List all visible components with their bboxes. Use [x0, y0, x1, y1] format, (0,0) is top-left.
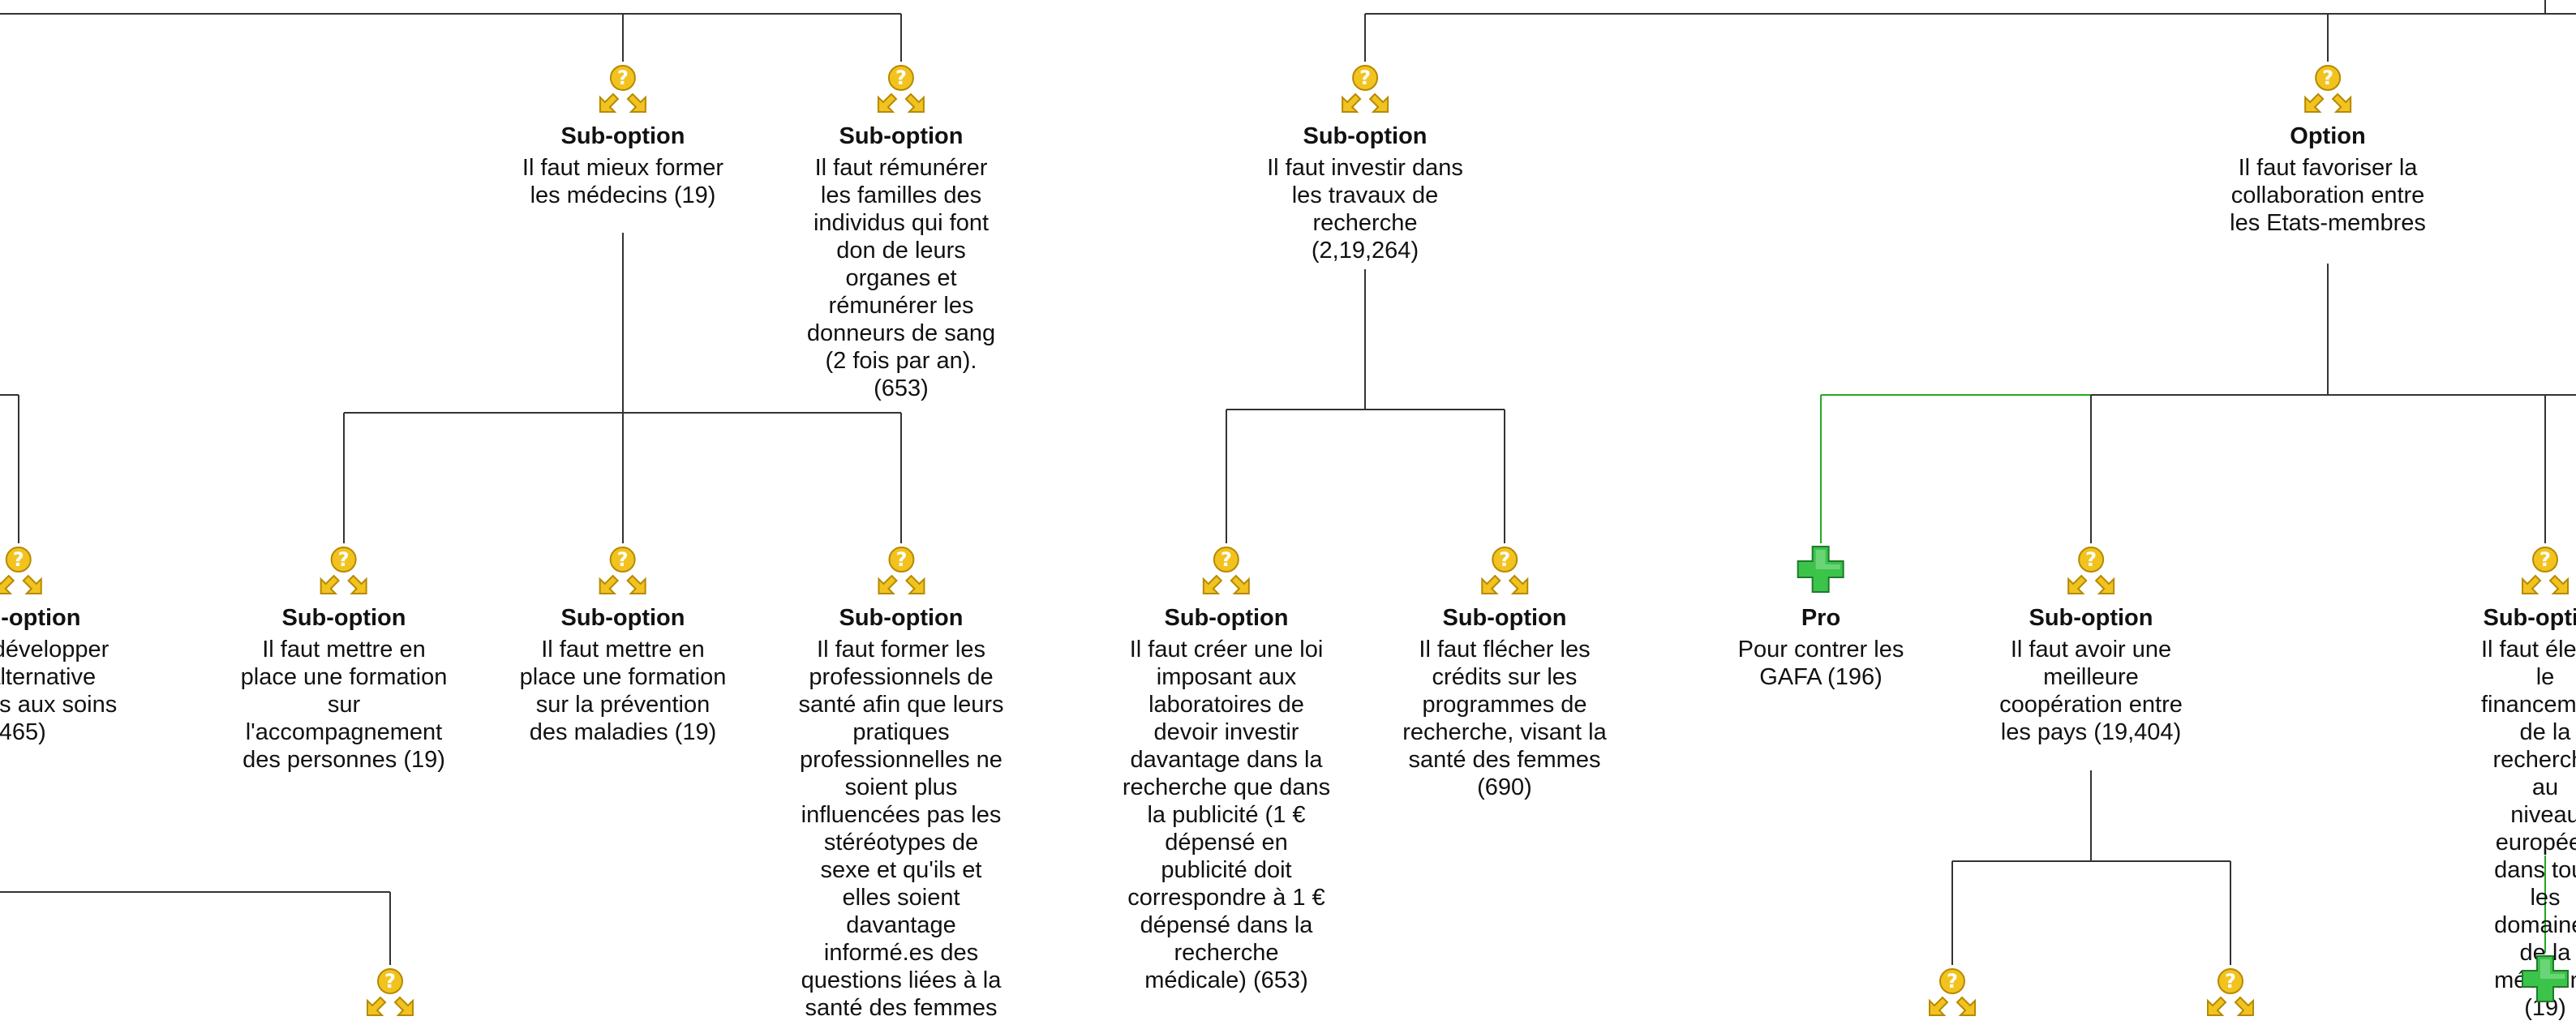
node-text: Il faut investir dans les travaux de rec…	[1267, 155, 1463, 264]
node-text: Il faut flécher les crédits sur les prog…	[1402, 637, 1607, 800]
svg-text:?: ?	[384, 970, 396, 993]
question-arrows-icon: ?	[878, 65, 925, 113]
node-formation-accompagnement[interactable]: ? Sub-option Il faut mettre en place une…	[240, 543, 448, 774]
question-arrows-icon: ?	[1203, 547, 1250, 594]
node-type-label: Sub-option	[281, 605, 406, 631]
node-former-professionnels[interactable]: ? Sub-option Il faut former les professi…	[798, 543, 1004, 1022]
node-type-label: Sub-option	[1442, 605, 1567, 631]
node-text: Il faut mieux former les médecins (19)	[522, 155, 724, 208]
node-mieux-former[interactable]: ? Sub-option Il faut mieux former les mé…	[522, 62, 723, 209]
node-flecher-credits[interactable]: ? Sub-option Il faut flécher les crédits…	[1402, 543, 1607, 801]
question-arrows-icon: ?	[2067, 547, 2114, 594]
node-collaboration[interactable]: ? Option Il faut favoriser la collaborat…	[2230, 62, 2426, 237]
question-arrows-icon: ?	[367, 968, 414, 1016]
svg-text:?: ?	[2085, 548, 2097, 571]
svg-text:?: ?	[895, 548, 907, 571]
node-creer-loi[interactable]: ? Sub-option Il faut créer une loi impos…	[1123, 543, 1330, 994]
node-text: Pour contrer les GAFA (196)	[1737, 637, 1904, 690]
svg-text:?: ?	[2225, 970, 2236, 993]
node-text: Il faut créer une loi imposant aux labor…	[1122, 637, 1331, 993]
node-text: Il faut développer une alternative à l'a…	[0, 637, 118, 745]
node-type-label: Sub-option	[2029, 605, 2153, 631]
node-text: Il faut mettre en place une formation su…	[240, 637, 448, 773]
node-type-label: Sub-option	[560, 123, 685, 149]
question-arrows-icon: ?	[2207, 968, 2254, 1016]
svg-text:?: ?	[2322, 66, 2333, 89]
node-text: Il faut mettre en place une formation su…	[519, 637, 727, 745]
node-type-label: Sub-option	[560, 605, 685, 631]
svg-text:?: ?	[13, 548, 24, 571]
question-arrows-icon: ?	[599, 65, 646, 113]
node-type-label: Sub-option	[839, 605, 964, 631]
question-arrows-icon: ?	[1929, 968, 1976, 1016]
svg-text:?: ?	[617, 66, 629, 89]
node-type-label: Sub-option	[0, 605, 81, 631]
node-partial-3[interactable]: ?	[2205, 965, 2256, 1025]
node-formation-prevention[interactable]: ? Sub-option Il faut mettre en place une…	[519, 543, 727, 746]
node-type-label: Pro	[1801, 605, 1841, 631]
svg-text:?: ?	[895, 66, 907, 89]
svg-text:?: ?	[1499, 548, 1510, 571]
node-type-label: Sub-option	[2483, 605, 2576, 631]
question-arrows-icon: ?	[0, 547, 42, 594]
svg-text:?: ?	[1359, 66, 1371, 89]
svg-text:?: ?	[338, 548, 350, 571]
question-arrows-icon: ?	[599, 547, 646, 594]
node-pro-gafa[interactable]: Pro Pour contrer les GAFA (196)	[1738, 543, 1904, 691]
svg-text:?: ?	[1221, 548, 1232, 571]
node-partial-2[interactable]: ?	[1926, 965, 1978, 1025]
svg-text:?: ?	[1947, 970, 1958, 993]
question-arrows-icon: ?	[320, 547, 367, 594]
node-investir[interactable]: ? Sub-option Il faut investir dans les t…	[1267, 62, 1463, 264]
node-text: Il faut former les professionnels de san…	[798, 637, 1004, 1021]
svg-text:?: ?	[2540, 548, 2551, 571]
question-arrows-icon: ?	[1481, 547, 1528, 594]
node-text: Il faut rémunérer les familles des indiv…	[806, 155, 996, 401]
node-remunerer[interactable]: ? Sub-option Il faut rémunérer les famil…	[807, 62, 995, 402]
node-text: Il faut avoir une meilleure coopération …	[1999, 637, 2183, 745]
node-cooperation[interactable]: ? Sub-option Il faut avoir une meilleure…	[1999, 543, 2183, 746]
node-type-label: Sub-option	[1164, 605, 1289, 631]
node-type-label: Sub-option	[1303, 123, 1428, 149]
question-arrows-icon: ?	[878, 547, 925, 594]
node-partial-pro[interactable]	[2519, 953, 2571, 1013]
green-plus-icon	[1797, 546, 1844, 593]
svg-text:?: ?	[617, 548, 629, 571]
question-arrows-icon: ?	[1341, 65, 1389, 113]
node-type-label: Option	[2290, 123, 2366, 149]
node-text: Il faut favoriser la collaboration entre…	[2230, 155, 2426, 236]
question-arrows-icon: ?	[2522, 547, 2569, 594]
green-plus-icon	[2522, 955, 2569, 1002]
node-developper-alternative[interactable]: ? Sub-option Il faut développer une alte…	[0, 543, 117, 746]
node-partial-1[interactable]: ?	[364, 965, 416, 1025]
node-elever-financement[interactable]: ? Sub-option Il faut élever le financeme…	[2481, 543, 2576, 1022]
node-type-label: Sub-option	[839, 123, 964, 149]
question-arrows-icon: ?	[2303, 65, 2351, 113]
